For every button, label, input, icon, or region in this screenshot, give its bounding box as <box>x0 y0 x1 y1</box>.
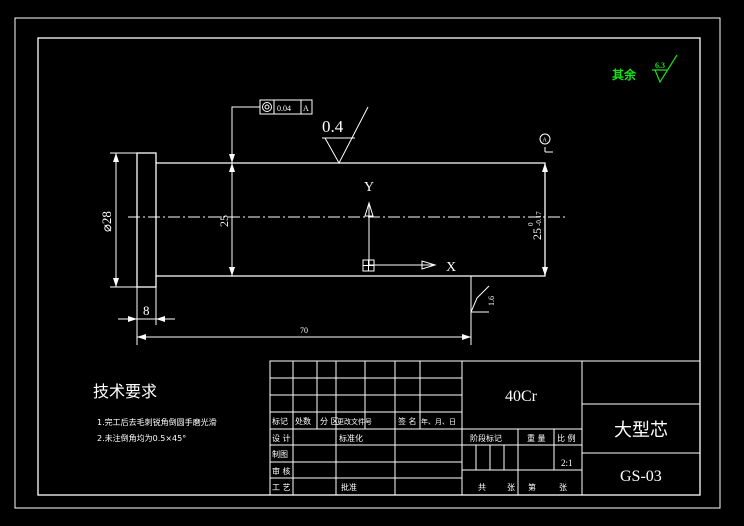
tb-scale-label: 比 例 <box>557 433 576 443</box>
tb-approve: 批准 <box>341 482 357 492</box>
tb-design: 设 计 <box>272 433 291 443</box>
tb-drawing-no: GS-03 <box>620 468 662 485</box>
flange-outline <box>136 152 157 288</box>
general-roughness-symbol <box>652 54 678 84</box>
tolerance-frame: 0.04 A <box>229 99 313 163</box>
total-length-dimension: 70 <box>137 312 472 345</box>
tech-requirements: 技术要求 1.完工后去毛刺锐角倒圆手磨光滑 2.未注倒角均为0.5×45° <box>93 382 217 443</box>
chamfer-roughness-value: 1.6 <box>487 296 496 306</box>
tolerance-value: 0.04 <box>277 104 291 113</box>
shaft-outline <box>156 162 546 277</box>
title-block: 标记 处数 分 区 更改文件号 签 名 年、月、日 设 计 标准化 制图 审 核… <box>269 360 701 496</box>
axis-x-label: X <box>446 260 456 275</box>
tb-scale-value: 2:1 <box>561 458 573 468</box>
tb-process: 工 艺 <box>272 483 291 492</box>
shaft-tol-lower-text: -0.17 <box>535 211 543 226</box>
tech-req-item-2: 2.未注倒角均为0.5×45° <box>97 433 186 443</box>
tb-part-name: 大型芯 <box>614 420 668 441</box>
concentricity-icon <box>262 102 272 112</box>
general-roughness-label: 其余 <box>612 67 637 82</box>
chamfer-roughness-symbol: 1.6 <box>470 276 496 313</box>
tolerance-datum: A <box>303 104 309 113</box>
tb-draw: 制图 <box>272 449 288 459</box>
flange-diameter-dimension: ⌀28 <box>99 152 137 288</box>
shaft-tol-main-text: 25 <box>530 228 544 240</box>
tb-sheets: 张 <box>507 483 515 492</box>
tb-weight: 重 量 <box>527 433 546 443</box>
general-roughness-value: 6.3 <box>655 61 665 70</box>
datum-marker-text: A <box>543 138 548 144</box>
shaft-tol-upper-text: 0 <box>527 222 535 226</box>
tb-count: 处数 <box>295 416 311 426</box>
axis-y-label: Y <box>364 180 374 195</box>
datum-marker-circle <box>539 133 551 145</box>
tb-sheet: 张 <box>559 483 567 492</box>
general-roughness-note: 其余 6.3 <box>612 54 678 84</box>
tb-sheet-no: 第 <box>528 482 536 492</box>
tb-standardize: 标准化 <box>339 433 363 443</box>
tb-date: 年、月、日 <box>421 417 456 426</box>
shaft-tolerance-dimension: 25 0 -0.17 A <box>527 133 551 276</box>
shaft-diameter-dimension: 25 <box>217 163 235 276</box>
tb-signature: 签 名 <box>398 416 417 426</box>
tb-review: 审 核 <box>272 466 291 476</box>
tb-material: 40Cr <box>505 388 538 405</box>
outer-border <box>14 17 721 509</box>
flange-diameter-text: ⌀28 <box>99 211 114 232</box>
flange-width-text: 8 <box>143 303 150 318</box>
coordinate-axes: Y X <box>362 180 456 275</box>
tb-zone: 分 区 <box>320 417 339 426</box>
surface-roughness-symbol: 0.4 <box>322 106 369 165</box>
tb-change-doc: 更改文件号 <box>337 417 372 426</box>
shaft-diameter-text: 25 <box>217 215 231 227</box>
surface-roughness-value: 0.4 <box>322 117 344 136</box>
tb-stage-mark: 阶段标记 <box>470 433 502 443</box>
tech-req-title: 技术要求 <box>93 382 157 401</box>
tb-mark: 标记 <box>272 416 288 426</box>
flange-width-dimension: 8 <box>118 287 175 345</box>
total-length-text: 70 <box>300 326 308 335</box>
tb-total: 共 <box>478 483 486 492</box>
tech-req-item-1: 1.完工后去毛刺锐角倒圆手磨光滑 <box>97 417 217 427</box>
